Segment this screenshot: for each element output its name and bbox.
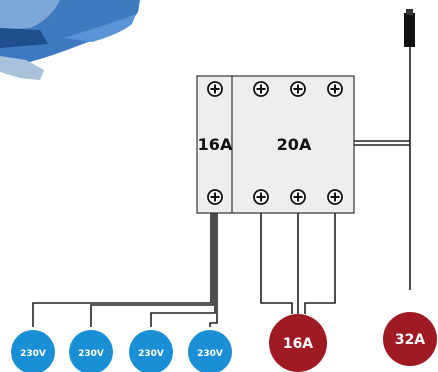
socket-230v-2-label: 230V [78,349,104,359]
socket-230v-2: 230V [69,330,113,372]
socket-230v-4-label: 230V [197,349,223,359]
supply-32a-label: 32A [395,332,425,348]
socket-230v-4: 230V [188,330,232,372]
breaker-label-16a: 16A [198,135,233,154]
output-16a-label: 16A [283,336,313,352]
socket-230v-3: 230V [129,330,173,372]
terminal-screws [207,81,343,205]
terminal-screw-icon [207,81,223,97]
terminal-screw-icon [253,81,269,97]
terminal-screw-icon [253,189,269,205]
terminal-screw-icon [290,189,306,205]
socket-wiring [32,213,218,327]
supply-wiring [354,140,410,146]
terminal-screw-icon [327,189,343,205]
socket-230v-1: 230V [11,330,55,372]
breaker-box [196,75,355,214]
terminal-screw-icon [327,81,343,97]
supply-32a: 32A [383,312,437,366]
plug-connector-icon [404,9,415,47]
socket-230v-1-label: 230V [20,349,46,359]
terminal-screw-icon [290,81,306,97]
device-photo-fragment [0,0,140,80]
breaker-label-20a: 20A [277,135,312,154]
output-16a: 16A [269,314,327,372]
socket-230v-3-label: 230V [138,349,164,359]
terminal-screw-icon [207,189,223,205]
output-16a-wiring [260,213,336,314]
